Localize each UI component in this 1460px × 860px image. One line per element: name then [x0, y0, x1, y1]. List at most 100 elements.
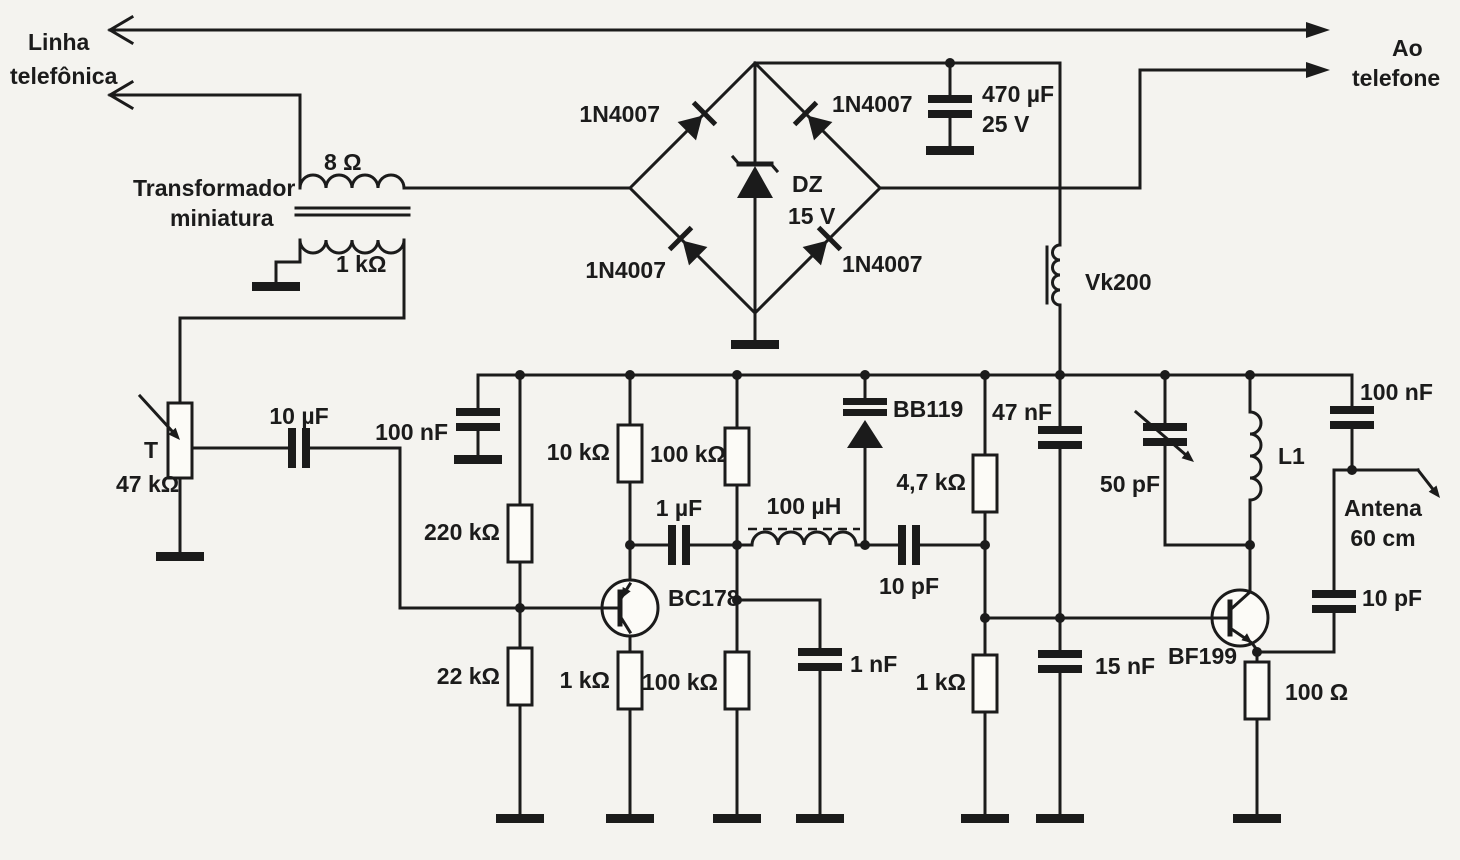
- label-10pf-right: 10 pF: [1362, 585, 1422, 611]
- label-transformer-1: Transformador: [133, 175, 295, 201]
- label-line-in-2: telefônica: [10, 63, 118, 89]
- line-out-arrow-top: [1306, 22, 1330, 38]
- inductor-l1: [1248, 410, 1263, 502]
- label-100uh: 100 µH: [767, 493, 842, 519]
- inductor-100uh: [748, 527, 860, 547]
- resistor-1k-q1: [616, 650, 644, 711]
- resistor-100k-upper: [723, 426, 751, 487]
- antenna-arrow: [1428, 485, 1440, 498]
- ground-22k: [496, 814, 544, 823]
- label-1nf: 1 nF: [850, 651, 897, 677]
- transformer-secondary-coil: [298, 238, 406, 255]
- label-10pf-mid: 10 pF: [879, 573, 939, 599]
- label-line-in-1: Linha: [28, 29, 90, 55]
- label-l1: L1: [1278, 443, 1305, 469]
- ground-1k-q1: [606, 814, 654, 823]
- label-trimpot-47k: 47 kΩ: [116, 471, 179, 497]
- bridge-rectifier: [627, 60, 883, 316]
- label-transformer-2: miniatura: [170, 205, 274, 231]
- label-47nf: 47 nF: [992, 399, 1052, 425]
- labels: Linha telefônica Ao telefone Transformad…: [10, 29, 1440, 705]
- decoupling-capacitor-100nf-left: [456, 373, 500, 457]
- ground-symbols: [156, 146, 1281, 823]
- varicap-bb119: [843, 398, 887, 448]
- capacitor-47nf: [1038, 426, 1082, 449]
- phone-line-connectors: [107, 14, 1330, 111]
- label-bc178: BC178: [668, 585, 740, 611]
- label-1k-q2: 1 kΩ: [916, 669, 966, 695]
- transistor-bf199: [1210, 588, 1270, 648]
- label-1uf: 1 µF: [656, 495, 702, 521]
- label-22k: 22 kΩ: [437, 663, 500, 689]
- trimpot-body: [166, 401, 194, 480]
- label-100k-upper: 100 kΩ: [650, 441, 726, 467]
- label-diode-br: 1N4007: [842, 251, 923, 277]
- resistor-10k: [616, 423, 644, 484]
- line-in-arrow-top: [107, 14, 135, 46]
- junction-dots: [515, 58, 1357, 657]
- ground-trimpot: [156, 552, 204, 561]
- label-100k-lower: 100 kΩ: [642, 669, 718, 695]
- diode-1n4007-bottom-right: [802, 225, 843, 266]
- label-10uf: 10 µF: [269, 403, 328, 429]
- label-100nf-right: 100 nF: [1360, 379, 1433, 405]
- label-bf199: BF199: [1168, 643, 1237, 669]
- wiring: [108, 28, 1435, 816]
- ground-100k: [713, 814, 761, 823]
- trimmer-capacitor-50pf: [1133, 409, 1194, 462]
- label-zener-name: DZ: [792, 171, 823, 197]
- label-diode-tl: 1N4007: [579, 101, 660, 127]
- resistor-100k-lower: [723, 650, 751, 711]
- zener-diode-dz: [730, 61, 780, 315]
- transistor-bc178: [600, 578, 660, 638]
- label-4k7: 4,7 kΩ: [896, 469, 966, 495]
- label-bb119: BB119: [893, 396, 963, 422]
- capacitor-10pf-coupling: [898, 525, 920, 565]
- label-60cm: 60 cm: [1350, 525, 1415, 551]
- label-vk200: Vk200: [1085, 269, 1152, 295]
- label-line-out-2: telefone: [1352, 65, 1440, 91]
- transformer-core: [294, 206, 411, 217]
- ground-1nf: [796, 814, 844, 823]
- ground-1k-q2: [961, 814, 1009, 823]
- capacitor-1uf: [668, 525, 690, 565]
- transformer-primary-coil: [298, 173, 406, 190]
- resistor-100ohm: [1243, 660, 1271, 721]
- label-diode-bl: 1N4007: [585, 257, 666, 283]
- label-25v: 25 V: [982, 111, 1030, 137]
- bridge-outline: [627, 60, 883, 316]
- trimpot-47k: [137, 393, 194, 480]
- resistor-4k7: [971, 453, 999, 514]
- label-100nf-left: 100 nF: [375, 419, 448, 445]
- resistor-1k-q2: [971, 653, 999, 714]
- label-zener-voltage: 15 V: [788, 203, 836, 229]
- coupling-capacitor-10uf: [288, 428, 310, 468]
- label-primary-8ohm: 8 Ω: [324, 149, 362, 175]
- ground-100nf-left: [454, 455, 502, 464]
- b f199-emitter-arrow: [1241, 633, 1252, 643]
- label-15nf: 15 nF: [1095, 653, 1155, 679]
- capacitor-10pf-antenna: [1312, 590, 1356, 613]
- diode-1n4007-top-left: [677, 100, 718, 141]
- line-in-arrow-bottom: [107, 79, 135, 111]
- bc178-emitter-arrow: [622, 587, 631, 598]
- label-secondary-1k: 1 kΩ: [336, 251, 386, 277]
- rf-choke-vk200: [1045, 243, 1062, 307]
- diode-1n4007-bottom-left: [667, 225, 708, 266]
- label-10k: 10 kΩ: [547, 439, 610, 465]
- resistor-22k: [506, 646, 534, 707]
- filter-capacitor-470uf: [928, 95, 972, 118]
- capacitor-100nf-antenna: [1330, 406, 1374, 429]
- label-trimpot-t: T: [144, 437, 158, 463]
- label-100ohm: 100 Ω: [1285, 679, 1348, 705]
- diode-1n4007-top-right: [792, 100, 833, 141]
- label-antena: Antena: [1344, 495, 1422, 521]
- capacitor-15nf: [1038, 650, 1082, 673]
- label-470uf: 470 µF: [982, 81, 1054, 107]
- label-50pf: 50 pF: [1100, 471, 1160, 497]
- ground-100ohm: [1233, 814, 1281, 823]
- ground-15nf: [1036, 814, 1084, 823]
- ground-bridge: [731, 340, 779, 349]
- label-1k-q1: 1 kΩ: [560, 667, 610, 693]
